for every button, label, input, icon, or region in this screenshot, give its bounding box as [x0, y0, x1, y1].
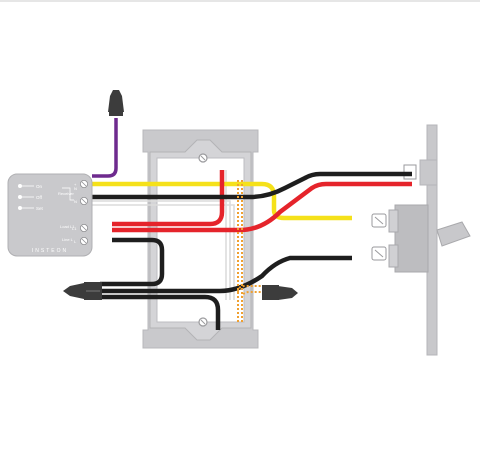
- switch-toggle-lever: [436, 221, 471, 247]
- led-on-indicator: [18, 184, 22, 188]
- terminal-symbol-2: N: [74, 186, 77, 191]
- purple-antenna-wire: [92, 118, 118, 178]
- light-switch: [371, 124, 471, 356]
- red-wires: [112, 170, 412, 233]
- terminal-symbol-4: L1: [72, 226, 77, 231]
- terminal-symbol-1: +: [74, 182, 77, 187]
- yellow-wire: [90, 181, 352, 221]
- wire-nut-left: [63, 282, 102, 300]
- black-wires: [90, 171, 412, 330]
- terminal-screw-2: [80, 196, 89, 205]
- led-off-indicator: [18, 195, 22, 199]
- neutral-wires: [90, 170, 235, 300]
- wire-nut-right: [262, 285, 298, 300]
- terminal-screw-3: [80, 223, 89, 232]
- led-label-set: Set: [36, 206, 44, 211]
- terminal-screw-1: [80, 179, 89, 188]
- terminal-screw-4: [80, 236, 89, 245]
- led-set-indicator: [18, 206, 22, 210]
- module-brand-label: INSTEON: [32, 248, 68, 254]
- wall-box: [142, 129, 259, 349]
- top-border-line: [0, 0, 480, 2]
- orange-dotted-wires: [237, 180, 262, 324]
- wire-nut-top: [108, 90, 124, 116]
- terminal-label-receiver: Receiver: [58, 191, 74, 196]
- terminal-label-line: Line L: [62, 237, 74, 242]
- led-label-on: On: [36, 184, 43, 189]
- terminal-symbol-5: L: [74, 239, 77, 244]
- terminal-label-load: Load L1: [60, 224, 75, 229]
- terminal-symbol-3: N: [74, 199, 77, 204]
- insteon-micro-module: On Off Set Receiver Load L1 Line L + N N…: [7, 173, 93, 257]
- led-label-off: Off: [36, 195, 43, 200]
